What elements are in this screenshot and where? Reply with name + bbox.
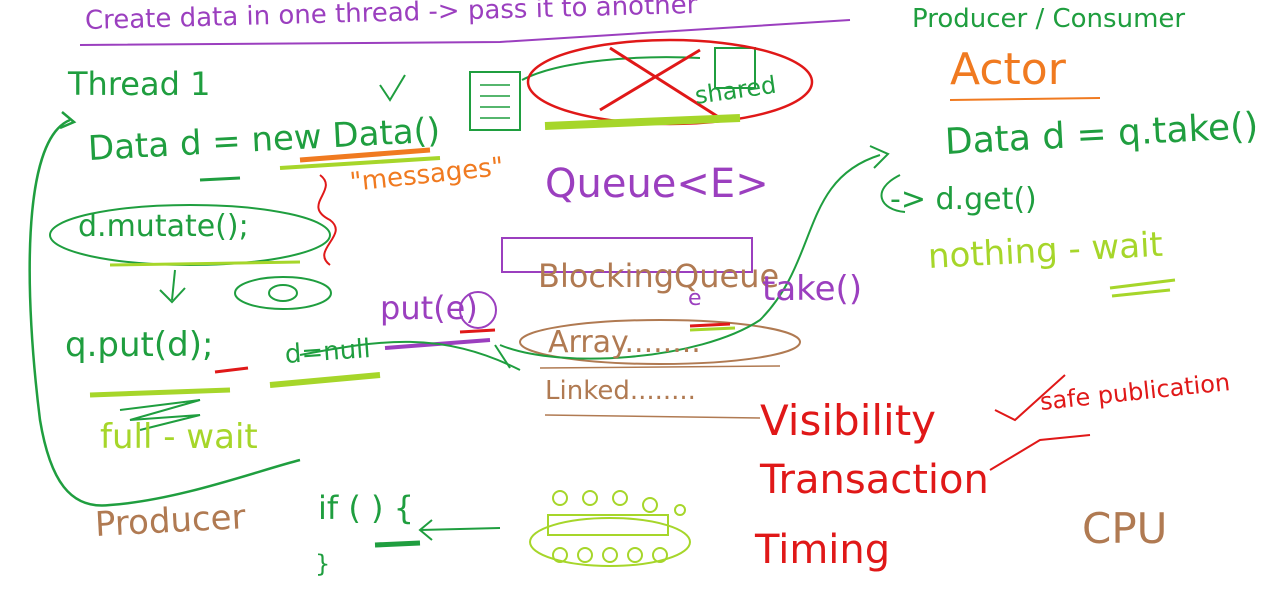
core-b1 — [552, 547, 568, 563]
core-b5 — [652, 547, 668, 563]
core-row-box — [547, 514, 669, 536]
document-icon — [469, 71, 521, 131]
core-b4 — [627, 547, 643, 563]
target-doodle — [234, 276, 332, 310]
core-2 — [582, 490, 598, 506]
qput-underline-lime — [89, 387, 231, 398]
blocking-queue-label: BlockingQueue — [538, 257, 780, 295]
producer-label: Producer — [93, 497, 247, 545]
linked-underline — [544, 414, 761, 419]
down-arrow-1 — [171, 269, 176, 301]
queue-label: Queue<E> — [545, 161, 769, 207]
consumer-get-label: -> d.get() — [890, 182, 1037, 217]
check-mark — [379, 74, 406, 102]
highlight-newdata-lime — [279, 156, 441, 170]
consumer-flow-arrowhead — [869, 145, 890, 169]
to-shared-arrow — [521, 56, 701, 81]
core-b2 — [577, 547, 593, 563]
cpu-label: CPU — [1082, 504, 1168, 553]
document-lines — [480, 84, 510, 119]
actor-underline — [949, 97, 1101, 101]
if-block-label: if ( ) { — [318, 489, 414, 527]
highlight-shared — [544, 114, 741, 130]
consumer-get-curve — [880, 174, 906, 213]
take-label: take() — [762, 269, 863, 309]
qput-to-array-curve — [299, 340, 521, 371]
dnull-underline-lime — [269, 372, 381, 388]
close-brace-label: } — [315, 550, 331, 578]
transaction-arrow — [989, 434, 1091, 471]
array-lime-mark — [689, 326, 736, 332]
shared-box — [714, 47, 756, 89]
if-block-arrowhead — [418, 519, 433, 541]
visibility-label: Visibility — [760, 396, 937, 445]
core-5 — [674, 504, 686, 516]
transaction-label: Transaction — [760, 457, 989, 503]
put-e-red-mark — [459, 328, 496, 334]
target-doodle-inner — [268, 284, 298, 302]
core-3 — [612, 490, 628, 506]
qput-label: q.put(d); — [65, 325, 214, 365]
if-block-underline — [374, 540, 421, 548]
highlight-newdata — [299, 147, 431, 163]
thread-label: Thread 1 — [68, 65, 211, 103]
shared-red-cross — [599, 46, 721, 120]
core-b3 — [602, 547, 618, 563]
array-red-mark — [689, 322, 731, 328]
scribble-marks — [119, 399, 201, 431]
heading-underline — [79, 19, 851, 46]
visibility-arrow — [994, 374, 1066, 422]
core-1 — [552, 490, 568, 506]
blocking-queue-box — [501, 237, 753, 273]
thread-arrowhead — [59, 111, 77, 130]
e-label: e — [688, 286, 702, 311]
thread-flow-curve — [28, 118, 301, 507]
qput-red-mark — [214, 366, 249, 374]
dnull-label: d=null — [283, 334, 372, 370]
full-wait-label: full - wait — [100, 417, 258, 457]
producer-consumer-label: Producer / Consumer — [912, 4, 1186, 34]
array-underline — [539, 365, 781, 369]
highlight-d — [199, 176, 241, 182]
core-4 — [642, 497, 658, 513]
array-label: Array........ — [548, 325, 701, 360]
qput-to-array-arrow — [494, 344, 511, 369]
down-arrow-1-head — [159, 287, 186, 304]
timing-label: Timing — [755, 527, 891, 573]
actor-label: Actor — [950, 44, 1066, 95]
put-e-circle — [459, 291, 497, 329]
nothing-wait-underline — [1109, 278, 1176, 298]
red-squiggle — [317, 174, 337, 266]
mutate-underline — [109, 260, 301, 267]
put-label: put(e) — [380, 289, 478, 327]
cores-doodle-outline — [529, 517, 691, 567]
array-ellipse — [519, 319, 801, 365]
if-block-arrow — [419, 527, 501, 531]
linked-label: Linked........ — [545, 376, 696, 406]
mutate-label: d.mutate(); — [78, 209, 249, 244]
consumer-flow-curve — [499, 154, 881, 360]
